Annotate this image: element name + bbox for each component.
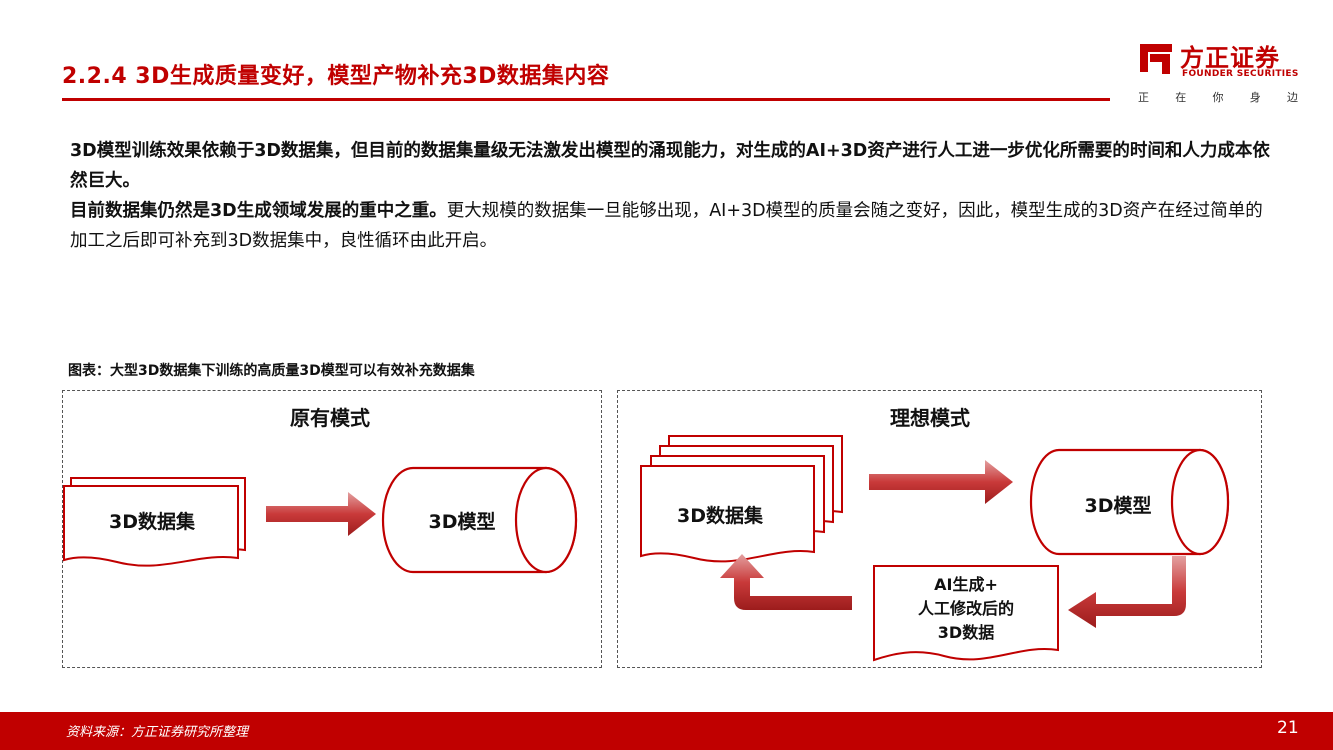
footer-bar: [0, 712, 1333, 750]
left-dataset-stack: [63, 477, 246, 567]
left-model-cylinder: [381, 466, 578, 574]
paragraph-2: 目前数据集仍然是3D生成领域发展的重中之重。更大规模的数据集一旦能够出现，AI+…: [70, 196, 1270, 256]
generated-data-line-1: AI生成+: [934, 575, 998, 594]
right-dataset-label: 3D数据集: [677, 504, 764, 527]
ideal-mode-panel: [617, 390, 1262, 668]
feedback-arrow-down: [1068, 556, 1186, 628]
right-model-label: 3D模型: [1085, 494, 1152, 517]
generated-data-line-2: 人工修改后的: [918, 599, 1014, 618]
founder-logo-icon: [1140, 44, 1172, 74]
paragraph-2-emphasis: 目前数据集仍然是3D生成领域发展的重中之重。: [70, 201, 447, 221]
figure-caption: 图表：大型3D数据集下训练的高质量3D模型可以有效补充数据集: [68, 363, 475, 379]
slogan-char: 边: [1287, 91, 1298, 104]
paragraph-1: 3D模型训练效果依赖于3D数据集，但目前的数据集量级无法激发出模型的涌现能力，对…: [70, 141, 1270, 191]
logo-name: 方正证券: [1180, 44, 1280, 72]
page-number: 21: [1277, 718, 1299, 738]
original-mode-title: 原有模式: [290, 406, 370, 430]
logo-slogan: 正 在 你 身 边: [1138, 89, 1298, 105]
left-flow-arrow: [266, 492, 376, 536]
left-dataset-label: 3D数据集: [109, 510, 196, 533]
logo-english: FOUNDER SECURITIES: [1182, 69, 1299, 79]
page-title: 2.2.4 3D生成质量变好，模型产物补充3D数据集内容: [62, 64, 610, 89]
slogan-char: 你: [1212, 91, 1224, 104]
feedback-arrow-up: [720, 554, 852, 610]
left-model-label: 3D模型: [429, 510, 496, 533]
slogan-char: 正: [1138, 91, 1149, 104]
right-flow-arrow: [869, 460, 1013, 504]
right-model-cylinder: [1029, 448, 1230, 556]
slogan-char: 在: [1175, 91, 1187, 104]
slogan-char: 身: [1249, 91, 1261, 104]
ideal-mode-title: 理想模式: [890, 406, 970, 430]
title-underline: [62, 98, 1110, 101]
paragraph-2-text: 更大规模的数据集一旦能够出现，AI+3D模型的质量会随之变好，因此，模型生成的3…: [70, 201, 1263, 251]
original-mode-panel: [62, 390, 602, 668]
generated-data-line-3: 3D数据: [938, 623, 994, 642]
right-dataset-stack: [640, 435, 843, 563]
footer-source: 资料来源：方正证券研究所整理: [66, 725, 249, 740]
generated-data-document: [873, 565, 1059, 662]
